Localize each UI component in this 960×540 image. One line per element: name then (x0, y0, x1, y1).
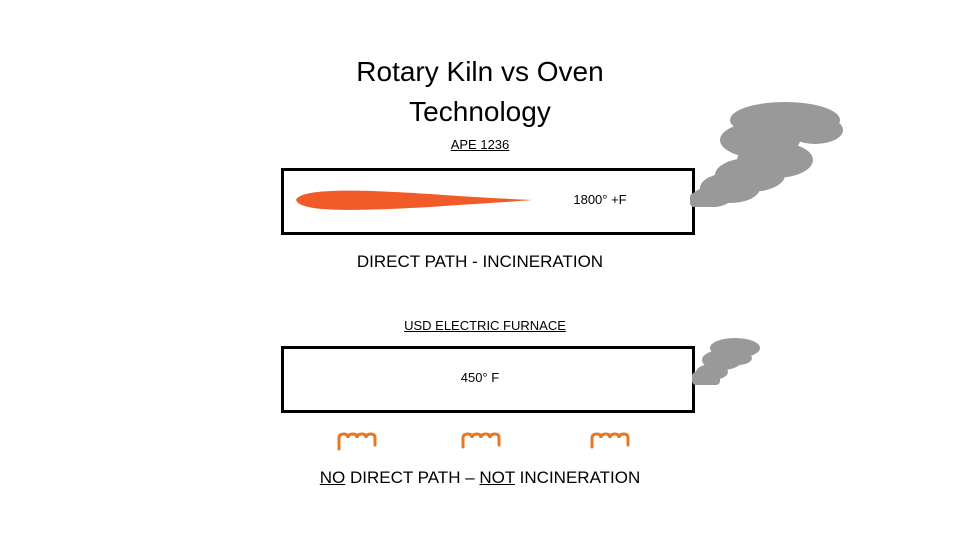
furnace-caption: NO DIRECT PATH – NOT INCINERATION (240, 468, 720, 488)
furnace-temperature: 450° F (460, 370, 500, 385)
caption-not: NOT (479, 468, 515, 487)
caption-direct-path: DIRECT PATH – (345, 468, 480, 487)
slide-title: Rotary Kiln vs Oven Technology (0, 52, 960, 132)
caption-incineration: INCINERATION (514, 468, 641, 487)
heating-coil-icon (461, 432, 501, 449)
title-line-2: Technology (409, 96, 551, 127)
kiln-label: APE 1236 (450, 137, 510, 152)
kiln-caption: DIRECT PATH - INCINERATION (356, 252, 604, 271)
heating-coil-icon (590, 432, 630, 449)
title-line-1: Rotary Kiln vs Oven (356, 56, 604, 87)
furnace-label: USD ELECTRIC FURNACE (404, 318, 566, 333)
heating-coil-icon (337, 432, 377, 451)
electric-furnace-box (281, 346, 695, 413)
kiln-temperature: 1800° +F (573, 192, 627, 207)
caption-no: NO (319, 468, 346, 487)
